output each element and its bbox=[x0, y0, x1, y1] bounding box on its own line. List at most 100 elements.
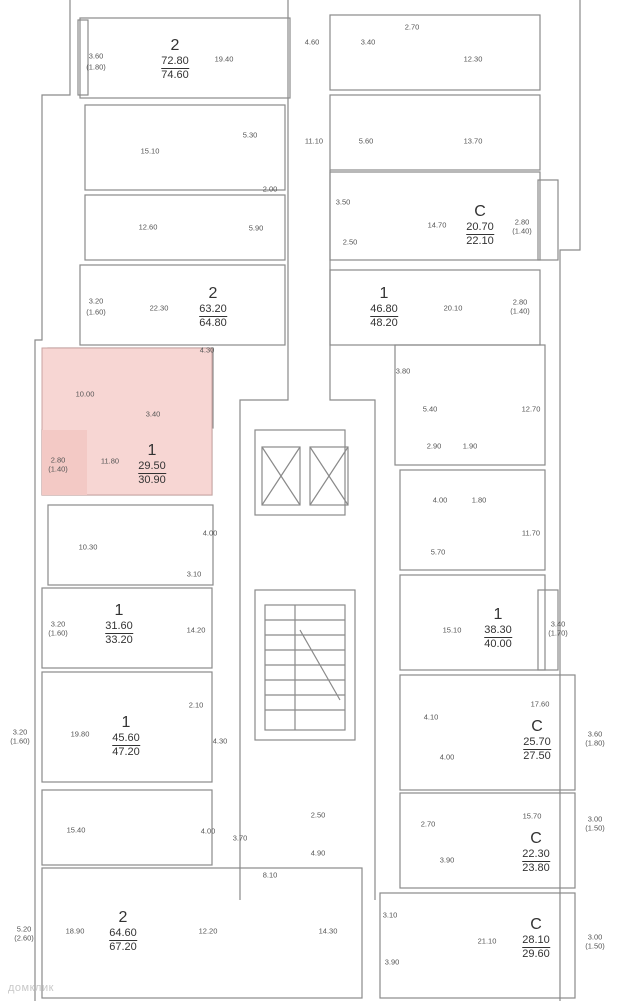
room-area-label: 15.10 bbox=[140, 146, 160, 156]
room-area-label: 21.10 bbox=[477, 936, 497, 946]
room-area-label: 4.10 bbox=[423, 712, 439, 722]
room-area-label: 3.90 bbox=[384, 957, 400, 967]
room-area-label: 5.60 bbox=[358, 136, 374, 146]
apartment-a5[interactable]: 1 45.60 47.20 bbox=[112, 715, 140, 758]
room-area-label: 5.70 bbox=[430, 547, 446, 557]
room-area-label: 20.10 bbox=[443, 303, 463, 313]
room-area-label: 5.30 bbox=[242, 130, 258, 140]
room-area-label: 8.10 bbox=[262, 870, 278, 880]
apartment-a7[interactable]: С 20.70 22.10 bbox=[466, 204, 494, 247]
watermark-logo: домклик bbox=[8, 982, 54, 994]
room-area-label: 2.70 bbox=[420, 819, 436, 829]
apartment-living-area: 48.20 bbox=[370, 316, 398, 329]
room-area-label: 15.40 bbox=[66, 825, 86, 835]
room-area-label: 10.30 bbox=[78, 542, 98, 552]
apartment-total-area: 72.80 bbox=[161, 55, 189, 67]
room-area-label: (2.60) bbox=[14, 933, 34, 943]
apartment-rooms: С bbox=[531, 718, 543, 735]
room-area-label: 13.70 bbox=[463, 136, 483, 146]
room-area-label: (1.60) bbox=[86, 307, 106, 317]
apartment-total-area: 63.20 bbox=[199, 303, 227, 315]
apartment-a6[interactable]: 2 64.60 67.20 bbox=[109, 910, 137, 953]
apartment-a9[interactable]: 1 38.30 40.00 bbox=[484, 607, 512, 650]
room-area-label: 3.00 bbox=[587, 932, 603, 942]
apartment-living-area: 23.80 bbox=[522, 861, 550, 874]
room-area-label: 5.90 bbox=[248, 223, 264, 233]
room-area-label: 1.80 bbox=[471, 495, 487, 505]
apartment-living-area: 33.20 bbox=[105, 633, 133, 646]
apartment-rooms: С bbox=[530, 916, 542, 933]
apartment-a2[interactable]: 2 63.20 64.80 bbox=[199, 286, 227, 329]
room-area-label: (1.80) bbox=[585, 738, 605, 748]
apartment-total-area: 25.70 bbox=[523, 736, 551, 748]
room-area-label: 4.30 bbox=[212, 736, 228, 746]
apartment-rooms: С bbox=[530, 830, 542, 847]
apartment-rooms: 2 bbox=[208, 285, 218, 302]
room-area-label: 3.50 bbox=[335, 197, 351, 207]
apartment-living-area: 74.60 bbox=[161, 68, 189, 81]
room-area-label: 14.30 bbox=[318, 926, 338, 936]
apartment-living-area: 29.60 bbox=[522, 947, 550, 960]
room-area-label: 14.70 bbox=[427, 220, 447, 230]
apartment-rooms: 2 bbox=[118, 909, 128, 926]
room-area-label: 3.90 bbox=[439, 855, 455, 865]
apartment-living-area: 30.90 bbox=[138, 473, 166, 486]
room-area-label: 17.60 bbox=[530, 699, 550, 709]
room-area-label: 4.30 bbox=[199, 345, 215, 355]
room-area-label: 2.80 bbox=[514, 217, 530, 227]
apartment-living-area: 40.00 bbox=[484, 637, 512, 650]
apartment-total-area: 46.80 bbox=[370, 303, 398, 315]
room-area-label: 4.00 bbox=[432, 495, 448, 505]
room-area-label: 11.70 bbox=[521, 528, 541, 538]
apartment-rooms: 2 bbox=[170, 37, 180, 54]
apartment-a10[interactable]: С 25.70 27.50 bbox=[523, 719, 551, 762]
apartment-a8[interactable]: 1 46.80 48.20 bbox=[370, 286, 398, 329]
apartment-living-area: 64.80 bbox=[199, 316, 227, 329]
room-area-label: 2.00 bbox=[262, 184, 278, 194]
apartment-a4[interactable]: 1 31.60 33.20 bbox=[105, 603, 133, 646]
apartment-living-area: 67.20 bbox=[109, 940, 137, 953]
apartment-a1[interactable]: 2 72.80 74.60 bbox=[161, 38, 189, 81]
apartment-a3[interactable]: 1 29.50 30.90 bbox=[138, 443, 166, 486]
room-area-label: 4.00 bbox=[202, 528, 218, 538]
apartment-total-area: 20.70 bbox=[466, 221, 494, 233]
room-area-label: 3.10 bbox=[382, 910, 398, 920]
room-area-label: (1.60) bbox=[48, 628, 68, 638]
room-area-label: 3.10 bbox=[186, 569, 202, 579]
room-area-label: (1.40) bbox=[48, 464, 68, 474]
room-area-label: 3.20 bbox=[12, 727, 28, 737]
room-area-label: 3.20 bbox=[88, 296, 104, 306]
room-area-label: 22.30 bbox=[149, 303, 169, 313]
apartment-rooms: 1 bbox=[114, 602, 124, 619]
room-area-label: 11.80 bbox=[100, 456, 120, 466]
room-area-label: 3.80 bbox=[395, 366, 411, 376]
room-area-label: 19.40 bbox=[214, 54, 234, 64]
apartment-rooms: С bbox=[474, 203, 486, 220]
room-area-label: 4.60 bbox=[304, 37, 320, 47]
room-area-label: 3.70 bbox=[232, 833, 248, 843]
apartment-a12[interactable]: С 28.10 29.60 bbox=[522, 917, 550, 960]
room-area-label: 3.40 bbox=[145, 409, 161, 419]
room-area-label: 12.30 bbox=[463, 54, 483, 64]
room-area-label: (1.50) bbox=[585, 941, 605, 951]
room-area-label: 3.20 bbox=[50, 619, 66, 629]
room-area-label: 4.00 bbox=[200, 826, 216, 836]
room-area-label: 5.20 bbox=[16, 924, 32, 934]
room-area-label: 2.80 bbox=[50, 455, 66, 465]
apartment-total-area: 31.60 bbox=[105, 620, 133, 632]
apartment-rooms: 1 bbox=[379, 285, 389, 302]
apartment-total-area: 28.10 bbox=[522, 934, 550, 946]
room-area-label: (1.50) bbox=[585, 823, 605, 833]
room-area-label: 4.00 bbox=[439, 752, 455, 762]
room-area-label: 2.50 bbox=[342, 237, 358, 247]
room-area-label: (1.40) bbox=[510, 306, 530, 316]
room-area-label: (1.70) bbox=[548, 628, 568, 638]
room-area-label: (1.80) bbox=[86, 62, 106, 72]
room-area-label: 14.20 bbox=[186, 625, 206, 635]
apartment-rooms: 1 bbox=[121, 714, 131, 731]
room-area-label: 4.90 bbox=[310, 848, 326, 858]
apartment-a11[interactable]: С 22.30 23.80 bbox=[522, 831, 550, 874]
apartment-total-area: 29.50 bbox=[138, 460, 166, 472]
apartment-living-area: 27.50 bbox=[523, 749, 551, 762]
apartment-living-area: 22.10 bbox=[466, 234, 494, 247]
